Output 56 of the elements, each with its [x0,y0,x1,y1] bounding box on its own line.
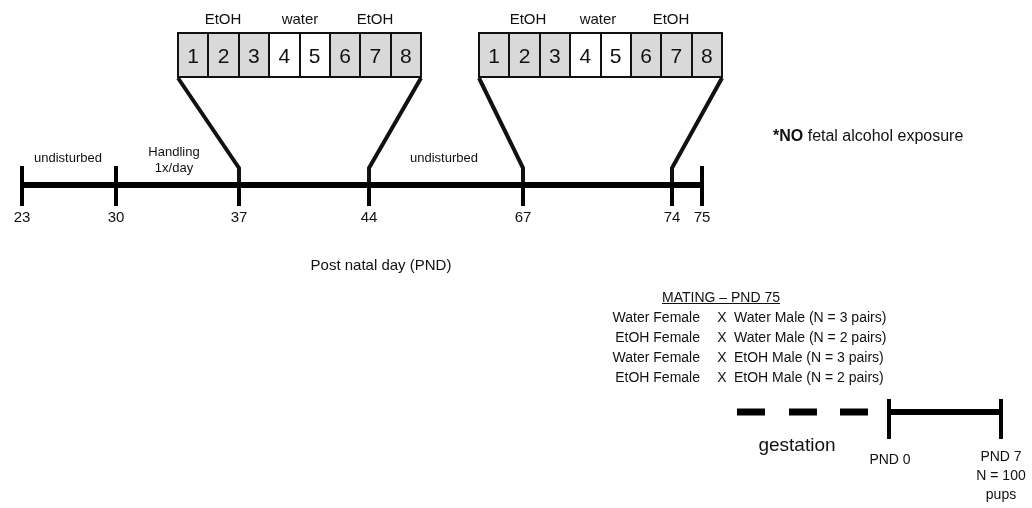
cross-symbol: X [717,309,727,327]
period-label: gestation [758,433,836,457]
period-label: undisturbed [34,150,102,167]
axis-title: Post natal day (PND) [310,256,452,275]
treatment-label: water [579,10,617,29]
female-group-label: EtOH Female [615,329,700,347]
day-cell: 8 [692,34,721,76]
cross-symbol: X [717,369,727,387]
day-label: 74 [663,208,681,227]
day-label: 67 [514,208,532,227]
note-text: *NO fetal alcohol exposure [773,126,964,146]
male-group-label: Water Male (N = 2 pairs) [734,329,887,347]
male-group-label: Water Male (N = 3 pairs) [734,309,887,327]
day-cell: 3 [239,34,269,76]
day-label: 44 [360,208,378,227]
day-cell: 6 [631,34,661,76]
day-cell: 7 [662,34,691,76]
male-group-label: EtOH Male (N = 2 pairs) [734,369,884,387]
female-group-label: Water Female [612,309,700,327]
day-cell: 8 [391,34,420,76]
day-cell: 3 [540,34,570,76]
zoom-line [367,77,423,182]
day-cell: 1 [480,34,509,76]
day-cell: 4 [270,34,299,76]
day-cell: 5 [601,34,630,76]
section-heading: MATING – PND 75 [662,289,780,307]
treatment-label: water [281,10,319,29]
period-label: Handling 1x/day [147,144,201,177]
period-label: undisturbed [410,150,478,167]
female-group-label: Water Female [612,349,700,367]
male-group-label: EtOH Male (N = 3 pairs) [734,349,884,367]
day-label: PND 0 [869,451,911,469]
treatment-label: EtOH [204,10,242,29]
day-strip [177,32,422,78]
day-cell: 7 [361,34,390,76]
zoom-line [477,77,525,182]
day-label: 75 [693,208,711,227]
day-label: 23 [13,208,31,227]
cross-symbol: X [717,329,727,347]
treatment-label: EtOH [509,10,547,29]
treatment-label: EtOH [652,10,690,29]
day-cell: 1 [179,34,208,76]
day-cell: 2 [510,34,539,76]
day-cell: 5 [300,34,329,76]
day-label: 30 [107,208,125,227]
day-label: PND 7 N = 100 pups [976,447,1026,505]
treatment-label: EtOH [356,10,394,29]
cross-symbol: X [717,349,727,367]
day-cell: 6 [330,34,360,76]
day-cell: 2 [209,34,238,76]
zoom-line [176,76,241,182]
female-group-label: EtOH Female [615,369,700,387]
zoom-line [670,77,724,182]
day-cell: 4 [571,34,600,76]
day-strip [478,32,723,78]
day-label: 37 [230,208,248,227]
